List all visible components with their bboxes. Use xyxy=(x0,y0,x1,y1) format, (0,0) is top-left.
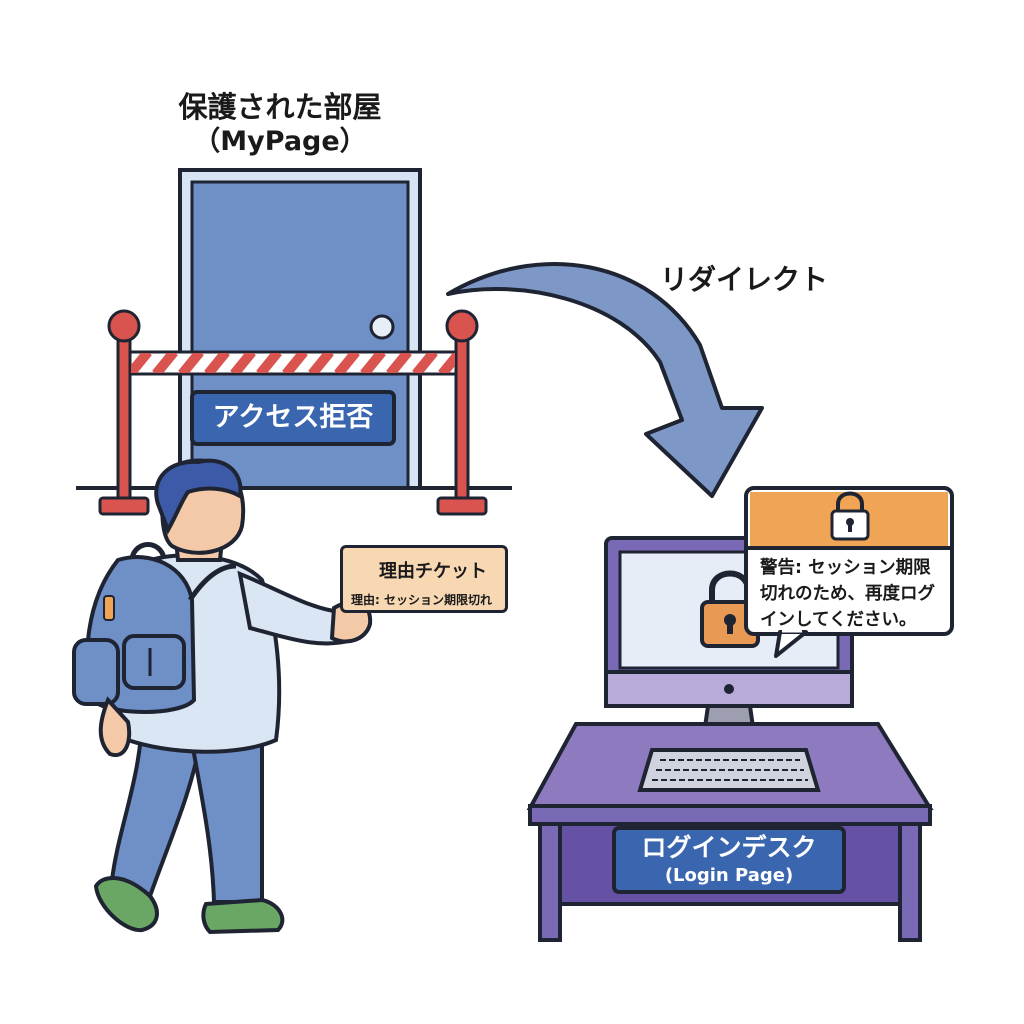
hair xyxy=(154,458,243,535)
right-shoe xyxy=(201,897,285,935)
left-shoe xyxy=(93,875,159,933)
desk-subtitle: (Login Page) xyxy=(664,865,794,886)
warning-line: 切れのため、再度ログ xyxy=(760,584,935,604)
warning-line: 警告: セッション期限 xyxy=(760,558,931,578)
person xyxy=(72,458,373,935)
keyboard xyxy=(637,748,821,792)
warning-line: インしてください。 xyxy=(760,610,917,630)
login-desk-sign: ログインデスク (Login Page) xyxy=(612,826,846,894)
access-denied-sign: アクセス拒否 xyxy=(190,390,396,446)
redirect-label: リダイレクト xyxy=(660,263,829,296)
lock-icon xyxy=(830,491,870,541)
door-knob xyxy=(369,314,395,340)
room-subtitle: （MyPage） xyxy=(193,126,367,157)
reason-ticket: 理由チケット 理由: セッション期限切れ xyxy=(340,545,508,613)
room-title: 保護された部屋 xyxy=(178,90,382,124)
redirect-arrow xyxy=(446,262,764,498)
warning-bubble xyxy=(744,486,954,658)
desk-title: ログインデスク xyxy=(641,833,817,862)
warning-message: 警告: セッション期限 切れのため、再度ログ インしてください。 xyxy=(760,555,950,633)
monitor xyxy=(604,536,854,744)
backpack xyxy=(72,542,237,714)
ticket-reason: 理由: セッション期限切れ xyxy=(351,593,492,607)
barrier-tape xyxy=(128,350,458,376)
ticket-title: 理由チケット xyxy=(379,561,487,582)
barrier xyxy=(98,309,488,516)
